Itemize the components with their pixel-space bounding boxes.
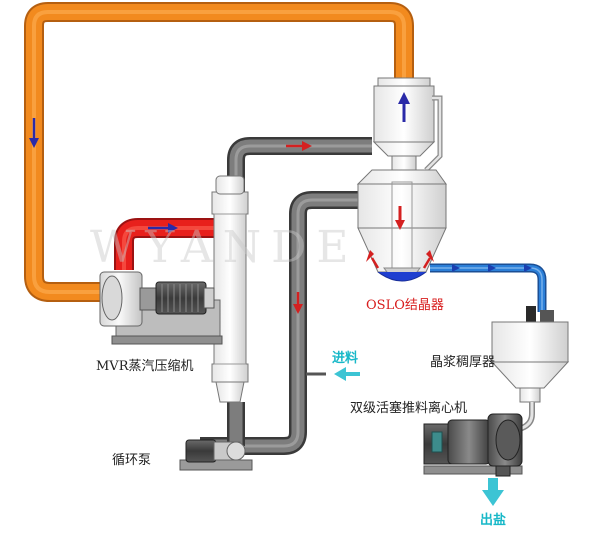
watermark: WYANDE (90, 222, 359, 273)
oslo-arrow-up (398, 92, 410, 122)
slurry-pipe (430, 263, 547, 312)
vapor-flow-arrow (29, 118, 39, 148)
oslo-arrow-left-up (366, 250, 380, 269)
label-oslo-crystallizer: OSLO结晶器 (366, 298, 444, 313)
label-salt-out: 出盐 (480, 513, 507, 528)
hot-vapor-arrow (148, 223, 178, 233)
salt-out-arrow (482, 478, 504, 506)
vapor-pipe (24, 2, 414, 302)
circulation-pump (179, 439, 253, 471)
slurry-arrows (452, 264, 532, 272)
pusher-centrifuge (423, 413, 523, 477)
feed-arrow (334, 367, 360, 381)
label-centrifuge: 双级活塞推料离心机 (350, 401, 468, 416)
recirc-pipe-down (200, 191, 360, 455)
oslo-arrow-right-up (422, 250, 434, 269)
oslo-crystallizer (356, 77, 447, 282)
label-feed-in: 进料 (332, 351, 359, 366)
mvr-compressor (99, 271, 223, 345)
recirc-arrow-down (293, 292, 303, 314)
label-thickener: 晶浆稠厚器 (430, 355, 496, 370)
label-circulation-pump: 循环泵 (112, 453, 152, 468)
slurry-thickener (490, 306, 570, 435)
oslo-arrow-down (395, 206, 405, 230)
hot-vapor-pipe (114, 218, 216, 270)
recirc-arrow-top (286, 141, 312, 151)
label-mvr-compressor: MVR蒸汽压缩机 (96, 359, 194, 374)
heat-exchanger (211, 175, 249, 403)
recirc-pipe-top (227, 137, 372, 192)
